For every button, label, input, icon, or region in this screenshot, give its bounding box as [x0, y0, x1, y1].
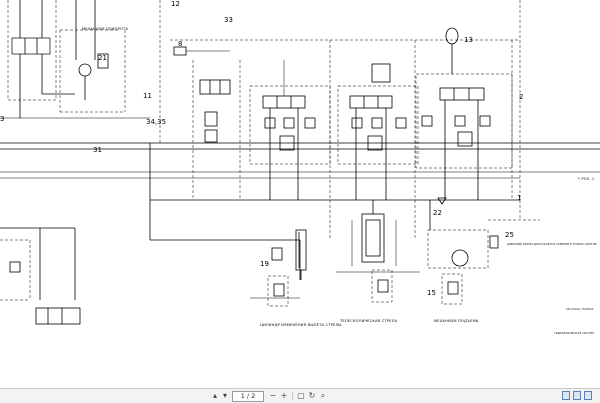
scroll-view-icon[interactable]: [584, 391, 592, 400]
caption-rotation: МЕХАНИЗМ ПОВОРОТА: [82, 27, 128, 31]
component-number: 21: [98, 54, 107, 62]
component-number: 33: [224, 16, 233, 24]
note-text: ATLAS10A, ПАРАКУ: [566, 307, 594, 311]
prev-page-icon[interactable]: ▴: [212, 391, 217, 400]
rotate-icon[interactable]: ↻: [308, 391, 316, 400]
component-number: 15: [427, 289, 436, 297]
caption-hoist: МЕХАНИЗМ ПОДЪЕМА: [434, 319, 479, 323]
component-number: 8: [178, 40, 182, 48]
caption-boom-cylinder: ЦИЛИНДР ИЗМЕНЕНИЯ ВЫЛЕТА СТРЕЛЫ: [260, 323, 342, 327]
fit-page-icon[interactable]: ▢: [297, 391, 305, 400]
page-number-field[interactable]: 1 / 2: [232, 391, 264, 402]
component-number: 12: [171, 0, 180, 8]
zoom-in-icon[interactable]: +: [280, 391, 288, 400]
component-number: 1: [517, 194, 521, 202]
caption-telescopic-boom: ТЕЛЕСКОПИЧЕСКАЯ СТРЕЛА: [339, 319, 398, 323]
single-page-view-icon[interactable]: [562, 391, 570, 400]
document-viewer: 12 33 8 13 21 11 3 34,35 31 2 22 25 19 1…: [0, 0, 600, 335]
component-number: 2: [519, 93, 523, 101]
component-number: 3: [0, 115, 4, 123]
caption-pos: * POS. 1: [578, 177, 594, 181]
component-number: 11: [143, 92, 152, 100]
note-text: ШИРОКИЕ КРАНЫ ДОПУСКАЕТСЯ ЗАМЕНЯТЬ ТОЛЬК…: [507, 242, 597, 246]
next-page-icon[interactable]: ▾: [222, 391, 227, 400]
zoom-out-icon[interactable]: −: [269, 391, 277, 400]
two-page-view-icon[interactable]: [573, 391, 581, 400]
search-icon[interactable]: ⌕: [320, 391, 326, 400]
component-number: 31: [93, 146, 102, 154]
component-number: 25: [505, 231, 514, 239]
component-number: 13: [464, 36, 473, 44]
pdf-toolbar: ▴ ▾ 1 / 2 − + ▢ ↻ ⌕: [0, 388, 600, 403]
hydraulic-schematic: 12 33 8 13 21 11 3 34,35 31 2 22 25 19 1…: [0, 0, 600, 335]
component-number: 34,35: [146, 118, 166, 126]
component-number: 19: [260, 260, 269, 268]
note-text: ГИДРАВЛИЧЕСКАЯ СИСТЕМ: [554, 331, 595, 335]
component-number: 22: [433, 209, 442, 217]
